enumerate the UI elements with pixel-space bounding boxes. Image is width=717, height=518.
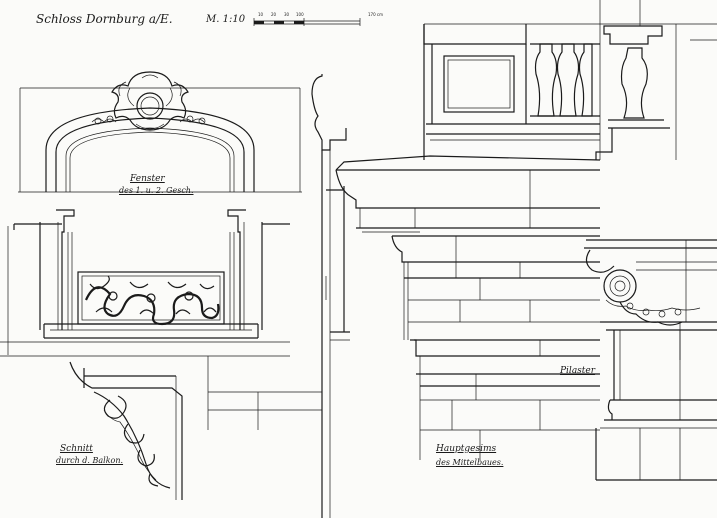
balcony-slab xyxy=(0,323,290,357)
label-hauptgesims: Hauptgesims xyxy=(436,444,497,454)
label-pilaster: Pilaster xyxy=(560,366,596,376)
balcony-railing xyxy=(77,271,225,326)
balcony-bracket-section xyxy=(69,361,183,500)
scale-mark-2: 20 xyxy=(271,12,277,17)
scale-mark-3: 30 xyxy=(284,12,290,17)
label-fenster: Fenster xyxy=(130,174,165,184)
label-hauptgesims-sub: des Mittelbaues. xyxy=(436,458,504,467)
pilaster-shaft-base xyxy=(595,330,717,481)
window-arch xyxy=(18,87,302,193)
main-cornice xyxy=(335,155,601,460)
scale-mark-5: 170 cm xyxy=(368,12,383,17)
label-schnitt: Schnitt xyxy=(60,444,93,454)
pilaster-capital xyxy=(584,239,717,360)
label-fenster-sub: des 1. u. 2. Gesch. xyxy=(119,186,194,195)
sheet-title: Schloss Dornburg a/E. xyxy=(36,12,173,26)
window-jambs xyxy=(7,209,290,355)
lower-wall xyxy=(207,356,322,430)
scale-bar xyxy=(253,18,361,26)
scale-label: M. 1:10 xyxy=(206,14,246,25)
balustrade-section xyxy=(595,0,717,160)
balustrade xyxy=(423,23,717,160)
scale-mark-1: 10 xyxy=(258,12,264,17)
window-section-profile xyxy=(311,74,350,518)
rocaille-cartouche xyxy=(111,71,189,131)
scale-mark-4: 100 xyxy=(296,12,304,17)
label-schnitt-sub: durch d. Balkon. xyxy=(56,456,124,465)
